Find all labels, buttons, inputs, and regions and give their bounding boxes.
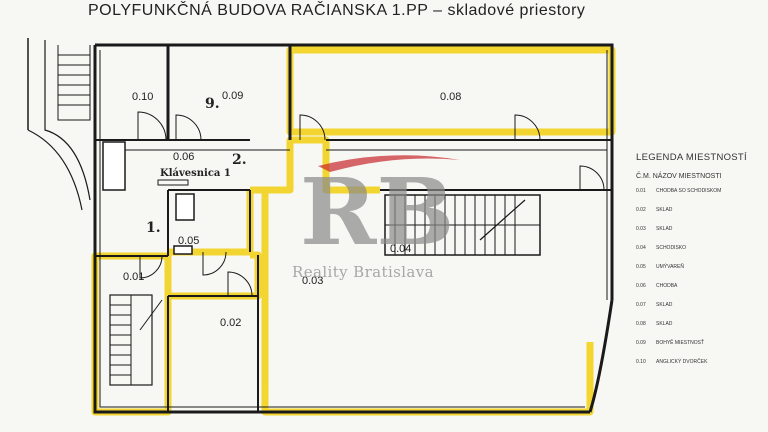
- door-swings: [137, 111, 605, 297]
- legend-item: 0.10 ANGLICKÝ DVORČEK: [636, 359, 764, 378]
- keypad-label: Klávesnica 1: [160, 168, 231, 179]
- legend-code: 0.03: [636, 226, 646, 232]
- exterior-stair: [57, 45, 91, 121]
- legend-code: 0.02: [636, 207, 646, 213]
- legend-title: LEGENDA MIESTNOSTÍ: [636, 152, 747, 163]
- legend-code: 0.01: [636, 188, 646, 194]
- legend-item: 0.08 SKLAD: [636, 321, 764, 340]
- legend-item: 0.04 SCHODISKO: [636, 245, 764, 264]
- legend-name: CHODBA: [656, 283, 678, 289]
- exterior-walls: [27, 38, 91, 211]
- legend-name: SKLAD: [656, 207, 673, 213]
- room-0-09-label: 0.09: [222, 90, 243, 102]
- watermark-logo: RB: [300, 155, 460, 266]
- legend-header: Č.M. NÁZOV MIESTNOSTI: [636, 173, 722, 180]
- legend-name: SKLAD: [656, 226, 673, 232]
- legend-item: 0.01 CHODBA SO SCHODISKOM: [636, 188, 764, 207]
- legend-item: 0.05 UMÝVAREŇ: [636, 264, 764, 283]
- legend-code: 0.04: [636, 245, 646, 251]
- marker-9: 9.: [205, 96, 220, 112]
- legend-code: 0.06: [636, 283, 646, 289]
- room-0-04-label: 0.04: [390, 243, 411, 255]
- legend-item: 0.07 SKLAD: [636, 302, 764, 321]
- legend-name: SKLAD: [656, 302, 673, 308]
- legend-item: 0.03 SKLAD: [636, 226, 764, 245]
- marker-1: 1.: [146, 220, 161, 236]
- plan-title: POLYFUNKČNÁ BUDOVA RAČIANSKA 1.PP – skla…: [88, 2, 586, 19]
- legend-item: 0.02 SKLAD: [636, 207, 764, 226]
- room-0-05-label: 0.05: [178, 235, 199, 247]
- stair-treads-lower: [394, 225, 516, 255]
- legend-item: 0.06 CHODBA: [636, 283, 764, 302]
- legend-name: CHODBA SO SCHODISKOM: [656, 188, 722, 194]
- legend: LEGENDA MIESTNOSTÍ Č.M. NÁZOV MIESTNOSTI…: [636, 152, 764, 378]
- stair-treads-upper: [394, 195, 516, 225]
- legend-code: 0.10: [636, 359, 646, 365]
- legend-code: 0.07: [636, 302, 646, 308]
- legend-name: ANGLICKÝ DVORČEK: [656, 359, 708, 365]
- watermark-text: Reality Bratislava: [292, 263, 434, 281]
- legend-name: BOHYĚ MIESTNOSŤ: [656, 340, 705, 346]
- legend-code: 0.09: [636, 340, 646, 346]
- legend-item: 0.09 BOHYĚ MIESTNOSŤ: [636, 340, 764, 359]
- stair-0-04: [384, 194, 541, 256]
- room-0-10-label: 0.10: [132, 91, 153, 103]
- room-0-08-label: 0.08: [440, 91, 461, 103]
- legend-name: UMÝVAREŇ: [656, 264, 684, 270]
- room-0-06-label: 0.06: [173, 151, 194, 163]
- stair-0-01: [109, 294, 163, 386]
- marker-2: 2.: [232, 152, 247, 168]
- room-0-03-label: 0.03: [302, 275, 323, 287]
- room-0-01-label: 0.01: [123, 271, 144, 283]
- watermark-logo-text: RB: [300, 158, 454, 266]
- legend-code: 0.08: [636, 321, 646, 327]
- legend-name: SKLAD: [656, 321, 673, 327]
- room-0-02-label: 0.02: [220, 317, 241, 329]
- legend-code: 0.05: [636, 264, 646, 270]
- legend-name: SCHODISKO: [656, 245, 687, 251]
- pillars: [102, 141, 195, 255]
- building-walls: [93, 43, 614, 414]
